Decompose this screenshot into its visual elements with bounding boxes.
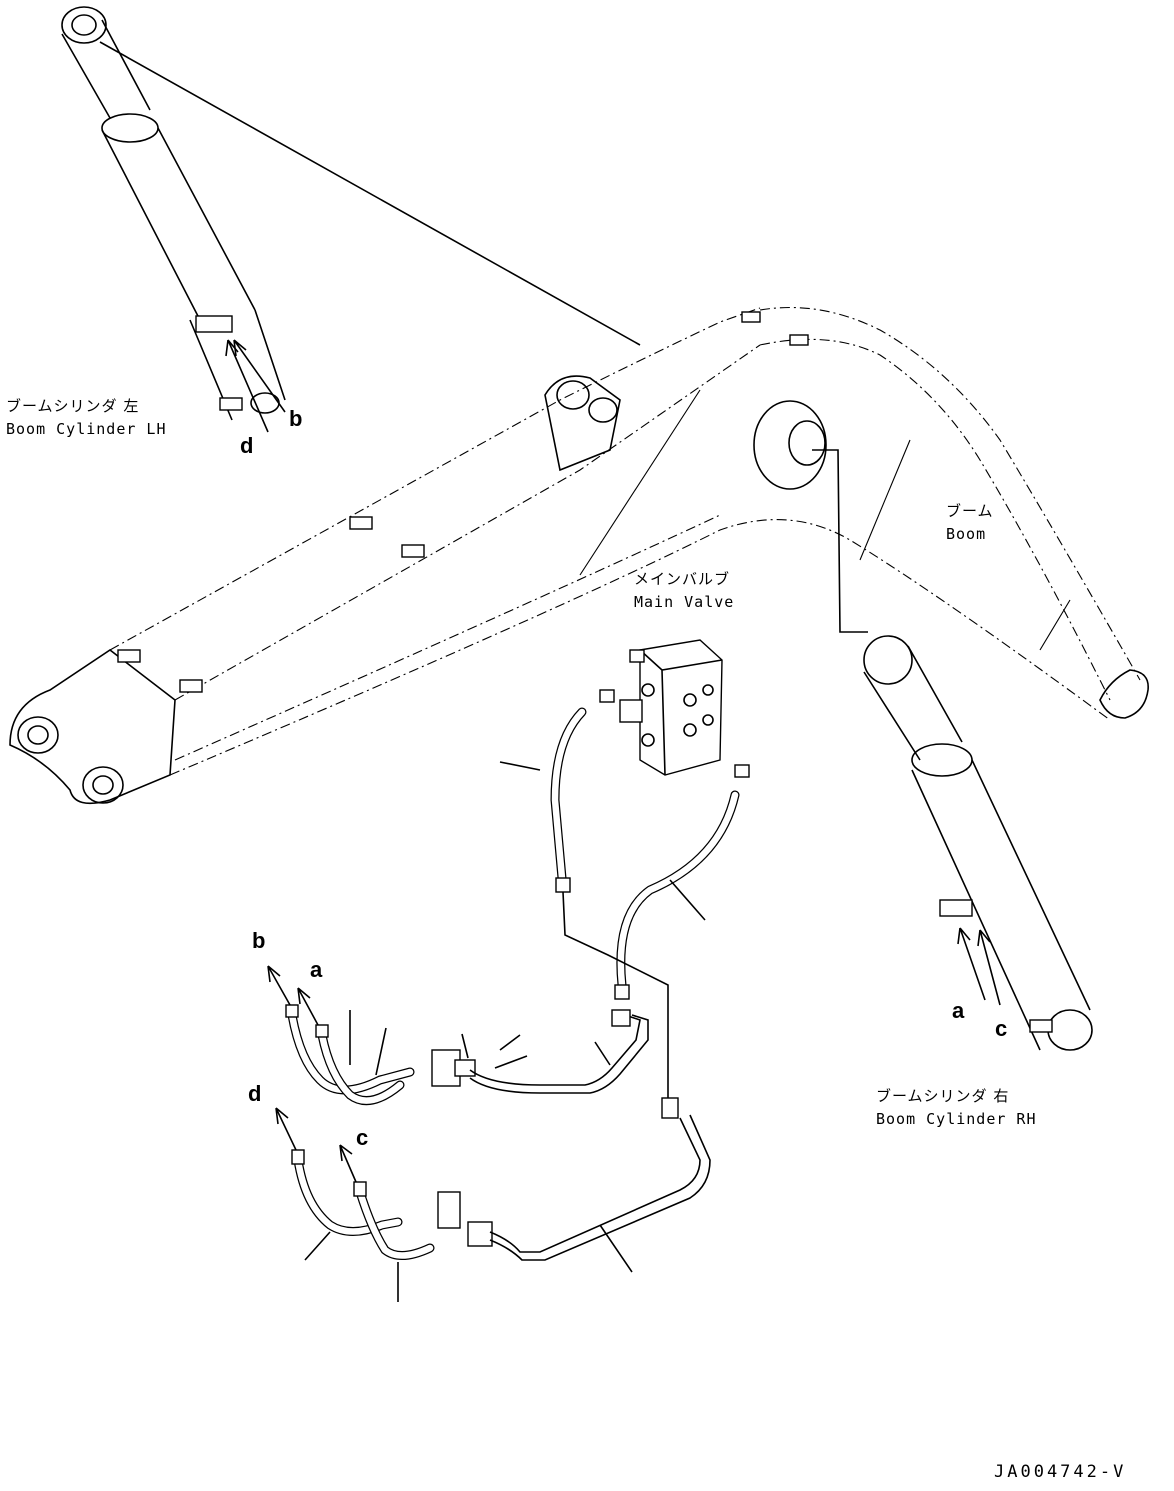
main-valve-label-jp: メインバルブ <box>634 570 731 588</box>
pipe-arrow-b <box>267 965 291 1006</box>
pipe-port-d-label: d <box>248 1081 262 1106</box>
boom-cylinder-rh <box>812 449 1093 1051</box>
boom-cylinder-lh-label-jp: ブームシリンダ 左 <box>6 397 140 415</box>
pipe-assembly-cd <box>291 1097 711 1302</box>
boom-label-en: Boom <box>946 525 987 543</box>
boom-structure <box>9 306 1149 805</box>
rh-arrow-c <box>977 929 1001 1006</box>
rh-port-c-label: c <box>995 1016 1008 1041</box>
hoses-upper <box>499 707 740 1098</box>
pipe-port-b-label: b <box>252 928 266 953</box>
boom-cylinder-rh-label-jp: ブームシリンダ 右 <box>876 1087 1010 1105</box>
pipe-arrow-c <box>339 1144 357 1183</box>
drawing-code: JA004742-V <box>994 1462 1127 1482</box>
lh-cylinder-leader <box>99 41 641 346</box>
boom-cylinder-lh-label-en: Boom Cylinder LH <box>6 420 167 438</box>
lh-port-b-label: b <box>289 406 303 431</box>
lh-arrow-d <box>225 339 269 433</box>
boom-cylinder-rh-label-en: Boom Cylinder RH <box>876 1110 1037 1128</box>
pipe-arrow-a <box>297 987 319 1026</box>
boom-cylinder-lh <box>61 6 286 421</box>
rh-arrow-a <box>957 927 986 1001</box>
main-valve <box>599 639 750 778</box>
pipe-assembly-ab <box>285 1004 649 1106</box>
lh-port-d-label: d <box>240 433 254 458</box>
pipe-arrow-d <box>275 1107 297 1151</box>
main-valve-label-en: Main Valve <box>634 593 735 611</box>
rh-port-a-label: a <box>952 998 965 1023</box>
pipe-port-c-label: c <box>356 1125 369 1150</box>
pipe-port-a-label: a <box>310 957 323 982</box>
boom-label-jp: ブーム <box>946 502 994 520</box>
